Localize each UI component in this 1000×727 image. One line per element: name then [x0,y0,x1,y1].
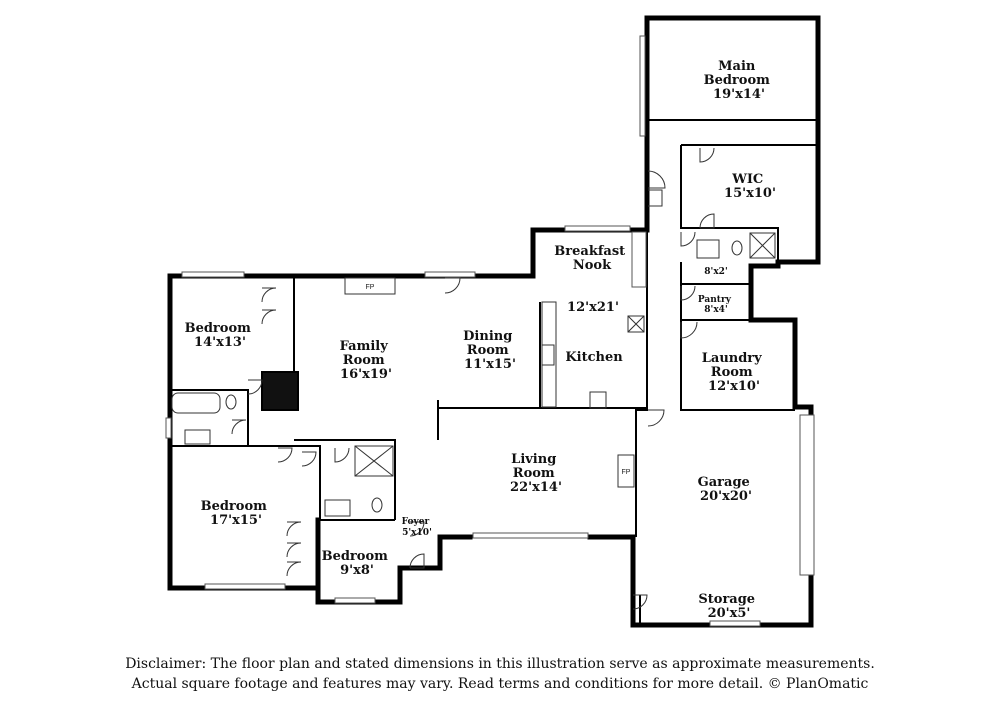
room-foyer: Foyer 5'x10' [402,517,433,538]
disclaimer-line-1: Disclaimer: The floor plan and stated di… [125,656,875,672]
room-breakfast-nook-size: 12'x21' [567,300,619,315]
room-laundry: Laundry Room 12'x10' [702,351,767,394]
room-kitchen: Kitchen [565,350,623,365]
room-dining-room: Dining Room 11'x15' [463,329,517,372]
room-bedroom-1: Bedroom 14'x13' [185,321,256,350]
room-labels: Main Bedroom 19'x14' WIC 15'x10' Breakfa… [185,59,776,621]
room-bedroom-2: Bedroom 17'x15' [201,499,272,528]
fireplace-label-family: FP [366,284,375,291]
room-breakfast-nook: Breakfast Nook [554,244,629,273]
windows [165,35,815,627]
disclaimer-line-2: Actual square footage and features may v… [131,676,869,692]
room-storage: Storage 20'x5' [698,592,759,621]
exterior-walls [167,15,821,628]
room-garage: Garage 20'x20' [698,475,755,504]
fixtures [171,232,776,517]
room-main-bedroom: Main Bedroom 19'x14' [704,59,775,102]
door-swings [231,147,715,610]
room-living-room: Living Room 22'x14' [510,452,562,495]
fireplace-label-living: FP [622,469,631,476]
room-8x2: 8'x2' [704,267,727,277]
room-pantry: Pantry 8'x4' [698,295,734,315]
room-bedroom-3: Bedroom 9'x8' [322,549,393,578]
room-family-room: Family Room 16'x19' [340,339,393,382]
room-wic: WIC 15'x10' [724,172,776,201]
